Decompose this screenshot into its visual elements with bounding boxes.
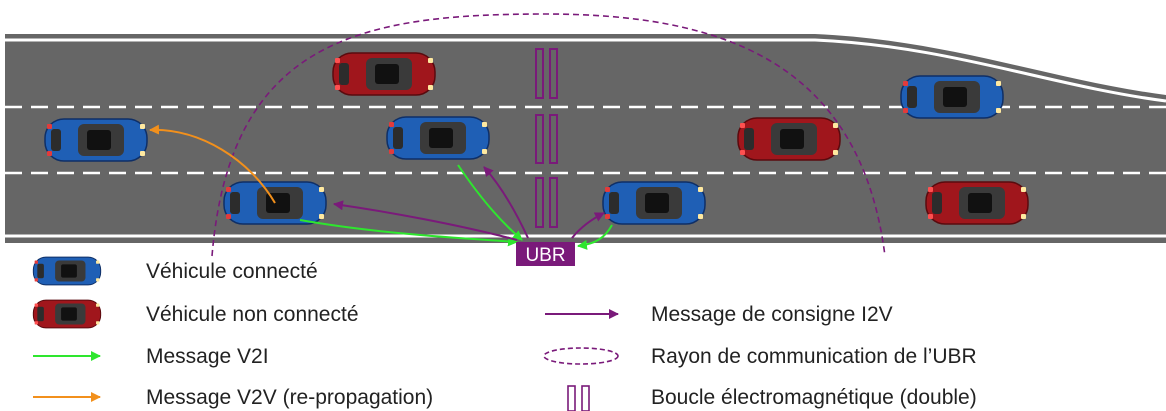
legend-unconnected-vehicle: Véhicule non connecté	[146, 303, 359, 326]
loop-lane-2	[535, 114, 558, 164]
legend-comm-radius: Rayon de communication de l’UBR	[651, 345, 977, 368]
ubr-station	[516, 242, 575, 266]
unconnected-vehicle	[925, 181, 1029, 225]
i2v-message	[483, 166, 529, 239]
loop-lane-1	[535, 48, 558, 99]
car-unconnected-icon	[32, 299, 102, 329]
v2v-message	[149, 124, 276, 204]
i2v-message	[571, 212, 605, 239]
loop-lane-3	[535, 177, 558, 228]
v2i-message	[457, 164, 523, 241]
v2i-message	[577, 224, 613, 250]
legend-connected-vehicle: Véhicule connecté	[146, 260, 318, 283]
connected-vehicle	[900, 75, 1004, 119]
legend-v2i-message: Message V2I	[146, 345, 269, 368]
legend-v2v-message: Message V2V (re-propagation)	[146, 386, 434, 409]
legend-i2v-message: Message de consigne I2V	[651, 303, 893, 326]
connected-vehicle	[386, 116, 490, 160]
legend-loop: Boucle électromagnétique (double)	[651, 386, 977, 409]
v2i-message	[299, 219, 518, 247]
comm-radius-icon	[543, 347, 619, 365]
unconnected-vehicle	[332, 52, 436, 96]
connected-vehicle	[602, 181, 706, 225]
i2v-message	[333, 200, 518, 241]
connected-vehicle	[44, 118, 148, 162]
road-top-edge	[5, 38, 1166, 103]
ubr-station-label: UBR	[525, 245, 565, 266]
car-connected-icon	[32, 256, 102, 286]
loop-icon	[567, 385, 590, 411]
unconnected-vehicle	[737, 117, 841, 161]
comm-radius-arc	[211, 13, 886, 257]
